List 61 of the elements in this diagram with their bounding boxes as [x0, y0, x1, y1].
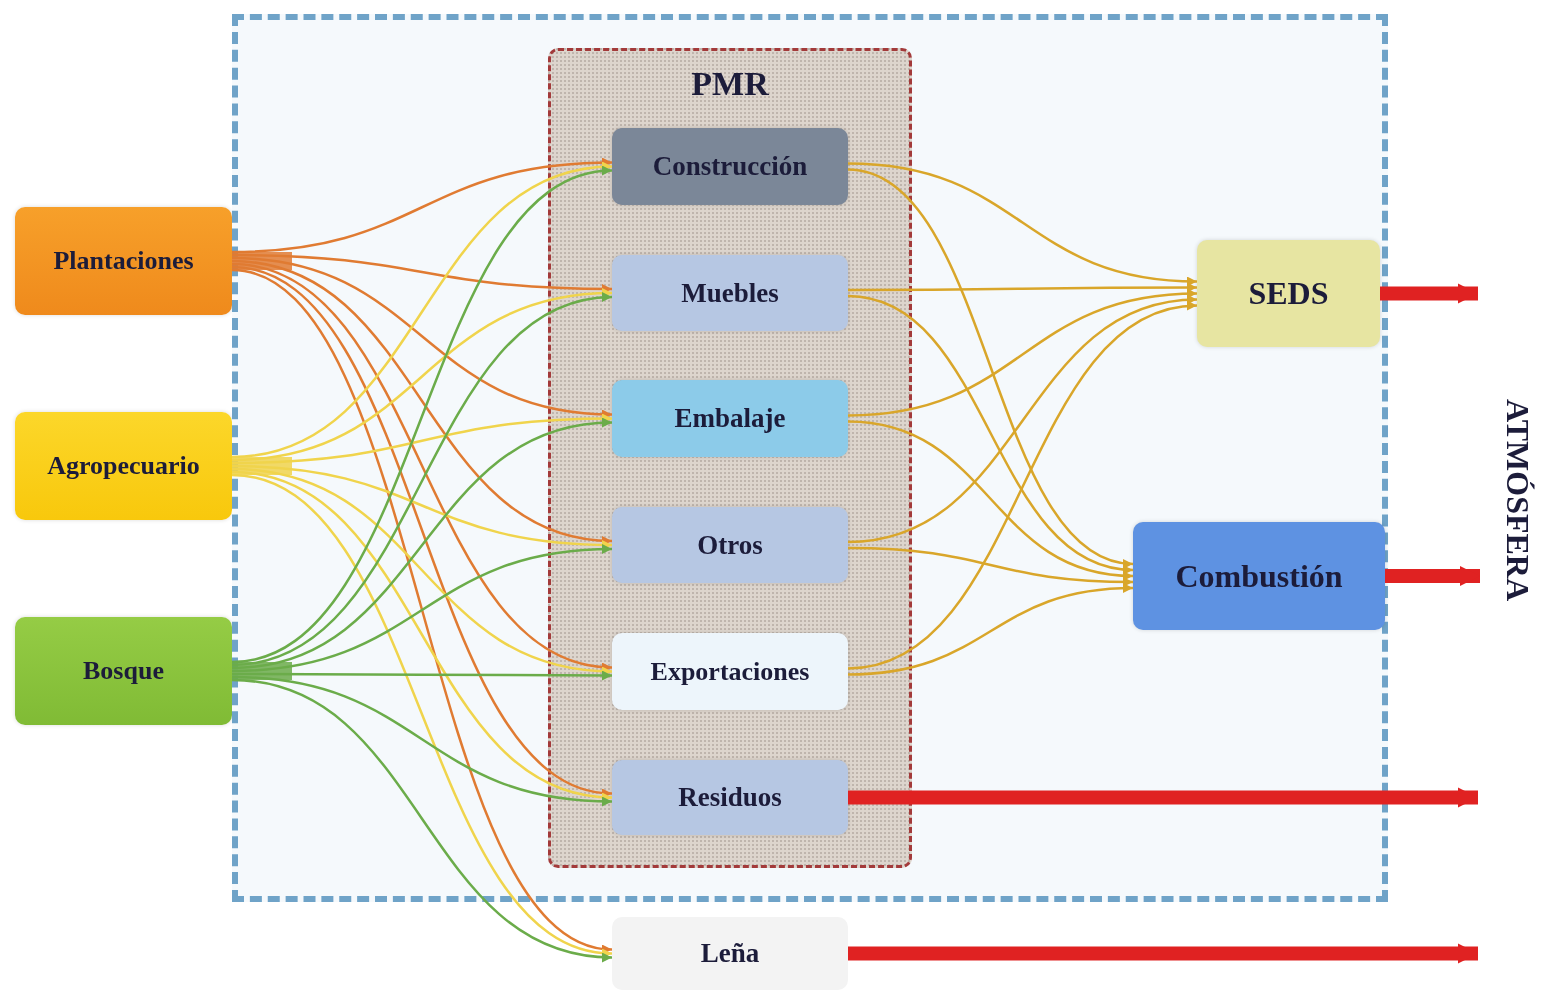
flow-arrow [231, 288, 613, 462]
node-label: SEDS [1248, 275, 1329, 312]
process-box [612, 128, 848, 205]
node-label: Exportaciones [650, 656, 810, 687]
emission-arrow [1385, 566, 1480, 586]
flow-arrow [231, 162, 613, 459]
node-label: Combustión [1175, 557, 1343, 595]
emission-arrow [848, 787, 1478, 808]
flow-arrow [231, 544, 613, 673]
flow-arrow [848, 282, 1197, 293]
flow-arrow [231, 464, 613, 550]
flow-arrow [847, 168, 1134, 567]
flow-arrow [231, 678, 613, 962]
flow-arrow [231, 418, 613, 670]
flow-arrow [231, 167, 613, 664]
emission-arrow [848, 943, 1478, 964]
node-label: Otros [697, 529, 763, 561]
node-label: ATMÓSFERA [1498, 398, 1536, 602]
node-label: Embalaje [674, 403, 786, 434]
node-label: Agropecuario [47, 451, 200, 481]
flow-arrow [847, 583, 1134, 676]
group-box [548, 48, 912, 868]
process-box [1197, 240, 1380, 347]
node-label: Plantaciones [53, 246, 194, 276]
flow-arrow [847, 546, 1134, 587]
node-label: Residuos [678, 782, 782, 813]
source-box [15, 207, 232, 315]
flow-arrow [232, 253, 612, 294]
flow-arrow [231, 265, 613, 797]
process-box [612, 917, 848, 990]
flow-arrow [232, 670, 612, 681]
flow-arrow [231, 413, 613, 465]
node-label: Bosque [83, 656, 164, 686]
flow-arrow [231, 157, 613, 254]
process-box [612, 380, 848, 457]
flow-arrow [847, 295, 1198, 544]
flow-arrow [231, 256, 613, 419]
node-label: Leña [700, 938, 760, 969]
node-label: Muebles [681, 277, 779, 309]
process-box [612, 760, 848, 835]
flow-arrow [231, 470, 613, 801]
flow-arrow [847, 420, 1134, 581]
process-box [1133, 522, 1385, 630]
flow-arrow [231, 268, 613, 952]
process-box [612, 633, 848, 710]
flow-arrow [847, 162, 1198, 286]
process-box [612, 507, 848, 583]
flow-arrow [231, 675, 613, 806]
flow-arrow [231, 467, 613, 676]
process-box [612, 255, 848, 331]
node-label: PMR [691, 65, 769, 103]
flow-arrow [847, 294, 1134, 574]
system-boundary [232, 14, 1388, 902]
source-box [15, 617, 232, 725]
emission-arrow [1380, 283, 1478, 304]
flow-arrow [231, 473, 613, 957]
flow-arrow [231, 259, 613, 545]
flow-arrow [847, 302, 1198, 670]
node-label: Construcción [652, 151, 808, 182]
flow-arrow [847, 289, 1198, 417]
source-box [15, 412, 232, 520]
